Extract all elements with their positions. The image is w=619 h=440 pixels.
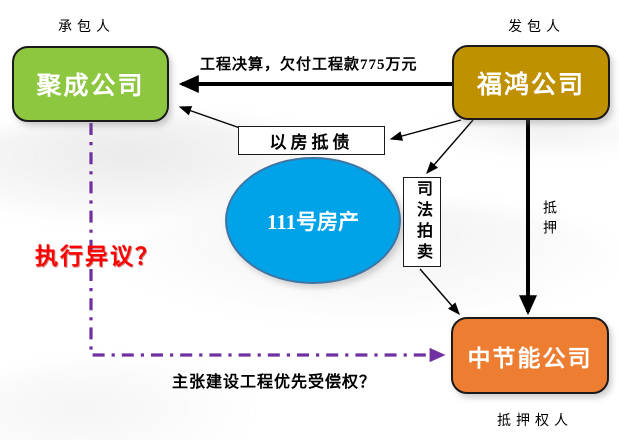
- node-fuhong-company: 福鸿公司: [452, 45, 610, 120]
- judicial-auction-box: 司法拍卖: [403, 177, 441, 267]
- role-label-contractor: 承包人: [58, 20, 115, 35]
- settlement-debt-label: 工程决算，欠付工程款775万元: [200, 57, 418, 73]
- node-property-111: 111号房产: [225, 157, 401, 284]
- node-zhongjieneng-label: 中节能公司: [467, 345, 593, 371]
- edge-debtbox-to-jucheng: [178, 106, 241, 129]
- execution-objection-label: 执行异议？: [35, 244, 160, 269]
- node-jucheng-company: 聚成公司: [12, 46, 169, 122]
- node-jucheng-label: 聚成公司: [36, 73, 145, 100]
- auction-box-label: 司法拍卖: [414, 180, 431, 264]
- edge-auction-to-zhongjieneng: [419, 268, 460, 316]
- debt-repayment-with-house-box: 以房抵债: [238, 126, 385, 155]
- node-zhongjieneng-company: 中节能公司: [451, 317, 609, 394]
- node-property-label: 111号房产: [266, 209, 360, 234]
- edge-fuhong-to-debtbox: [389, 119, 462, 141]
- role-label-employer: 发包人: [508, 20, 565, 35]
- mortgage-label: 抵押: [541, 200, 556, 240]
- debt-box-label: 以房抵债: [269, 133, 354, 152]
- role-label-mortgagee: 抵押权人: [497, 414, 573, 429]
- edge-fuhong-to-auction: [426, 119, 474, 175]
- priority-claim-label: 主张建设工程优先受偿权？: [172, 374, 377, 391]
- node-fuhong-label: 福鸿公司: [476, 71, 585, 99]
